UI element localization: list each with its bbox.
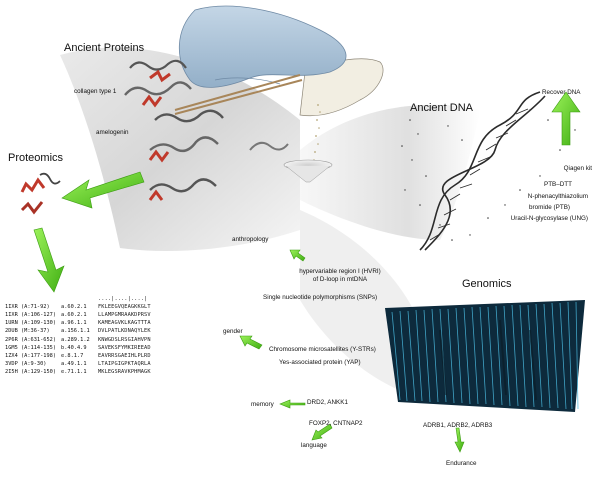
foxp-label: FOXP2, CNTNAP2 [309,420,363,427]
hvr-label-line1: hypervariable region I (HVRI) [299,268,381,275]
hvr-label-line2: of D-loop in mtDNA [312,276,368,283]
tweezers-icon [174,74,303,115]
ancient-dna-heading: Ancient DNA [410,102,473,114]
recover-dna-label: Recover DNA [542,89,581,96]
ystr-label: Chromosome microsatellites (Y-STRs) [269,346,376,353]
dna-method-item: Uracil-N-glycosylase (UNG) [510,215,588,222]
gloved-hand-icon [178,5,347,88]
anthropology-label: anthropology [232,236,269,243]
yap-label: Yes-associated protein (YAP) [279,359,361,366]
dna-method-item: bromide (PTB) [529,204,570,211]
snps-label: Single nucleotide polymorphisms (SNPs) [263,294,378,301]
genomics-heading: Genomics [462,278,512,290]
ruler-text: ....|....|....| [98,296,148,303]
language-label: language [301,442,327,449]
dna-method-item: N-phenacylthiazolium [527,193,588,200]
protein-sheet [60,47,300,251]
genomic-sequence-panel-icon [385,300,585,412]
protein-structure-icon [124,59,289,201]
dna-method-item: Qiagen kit [563,165,592,172]
dna-scatter-dots [401,109,576,241]
endurance-label: Endurance [446,460,477,467]
memory-label: memory [251,401,274,408]
dna-helix-icon [419,91,546,251]
table-header-row: ....|....|....| [5,295,202,303]
drd-label: DRD2, ANKK1 [307,399,348,406]
dna-method-item: PTB–DTT [544,181,572,188]
dna-sheet [300,104,480,241]
gender-label: gender [223,328,243,335]
collagen-label: collagen type 1 [74,88,117,95]
proteomics-structure-icon [20,172,61,215]
ancient-proteins-heading: Ancient Proteins [64,42,145,54]
proteomics-heading: Proteomics [8,152,64,164]
adrb-label: ADRB1, ADRB2, ADRB3 [423,422,493,429]
dust-particles [313,104,321,161]
green-arrow-icon [33,91,581,453]
amelogenin-label: amelogenin [96,129,129,136]
